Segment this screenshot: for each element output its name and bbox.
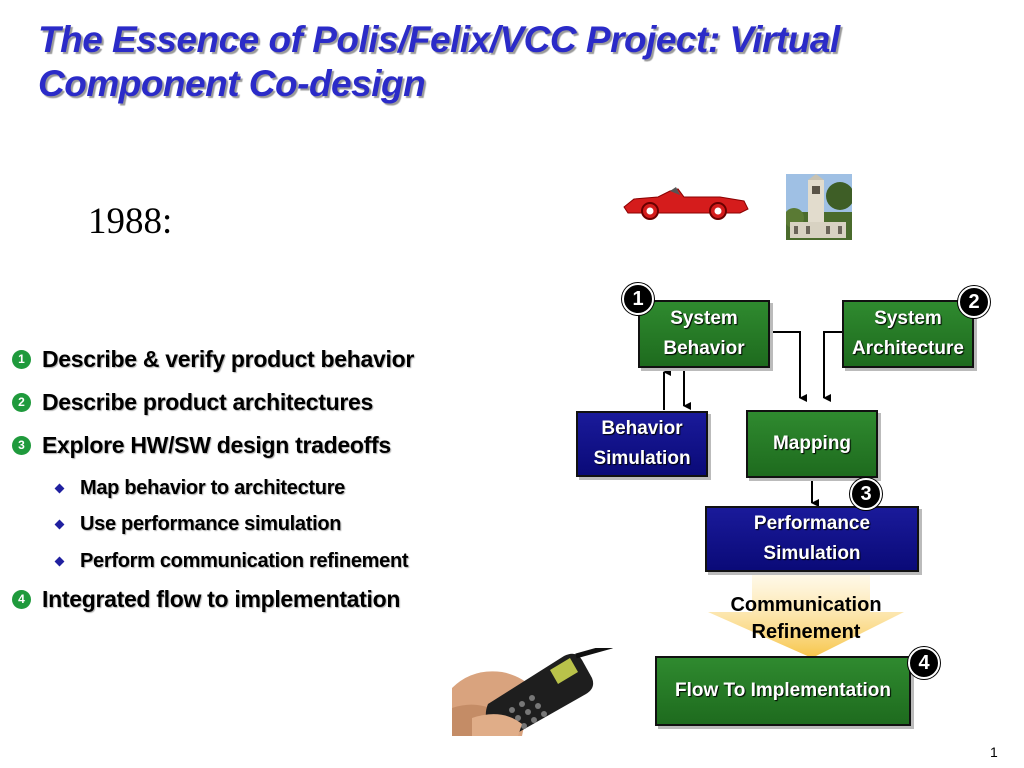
slide-title: The Essence of Polis/Felix/VCC Project: … <box>38 18 938 106</box>
mapping-box: Mapping <box>746 410 878 478</box>
flow-to-implementation-box: Flow To Implementation <box>655 656 911 726</box>
mapping-label: Mapping <box>772 433 852 454</box>
sub-bullet-text-1: Map behavior to architecture <box>80 477 345 499</box>
behavior-simulation-label-1: Behavior <box>601 418 683 439</box>
step-number-4: 4 <box>908 647 940 679</box>
system-architecture-label-2: Architecture <box>852 338 964 359</box>
system-architecture-label-1: System <box>874 308 942 329</box>
behavior-simulation-label-2: Simulation <box>593 448 691 469</box>
sub-bullet-text-2: Use performance simulation <box>80 513 342 535</box>
performance-simulation-label-2: Simulation <box>763 543 861 564</box>
system-behavior-label-1: System <box>670 308 738 329</box>
page-number: 1 <box>990 744 998 760</box>
step-number-1: 1 <box>622 283 654 315</box>
bullet-number-2: 2 <box>12 393 31 412</box>
bullet-text-1: Describe & verify product behavior <box>42 346 414 372</box>
bullet-text-2: Describe product architectures <box>42 389 374 415</box>
slide-title-line-1: The Essence of Polis/Felix/VCC Project: … <box>38 19 840 60</box>
bullet-number-4: 4 <box>12 590 31 609</box>
communication-refinement-line-1: Communication <box>730 594 882 616</box>
bullet-text-4: Integrated flow to implementation <box>42 586 401 612</box>
performance-simulation-label-1: Performance <box>753 513 871 534</box>
step-number-2: 2 <box>958 286 990 318</box>
phone-in-hand-photo <box>452 648 613 736</box>
step-number-3: 3 <box>850 478 882 510</box>
bullet-number-1: 1 <box>12 350 31 369</box>
year-label: 1988: <box>88 201 173 242</box>
bullet-number-3: 3 <box>12 436 31 455</box>
campanile-tower-photo <box>786 174 852 240</box>
bullet-text-3: Explore HW/SW design tradeoffs <box>42 432 391 458</box>
communication-refinement-label: Communication Refinement <box>700 592 912 646</box>
communication-refinement-line-2: Refinement <box>751 621 861 643</box>
system-behavior-label-2: Behavior <box>663 338 745 359</box>
red-car-icon <box>623 187 749 220</box>
slide-title-line-2: Component Co-design <box>38 63 426 104</box>
sub-bullet-text-3: Perform communication refinement <box>80 550 409 572</box>
flow-to-implementation-label: Flow To Implementation <box>674 680 892 701</box>
